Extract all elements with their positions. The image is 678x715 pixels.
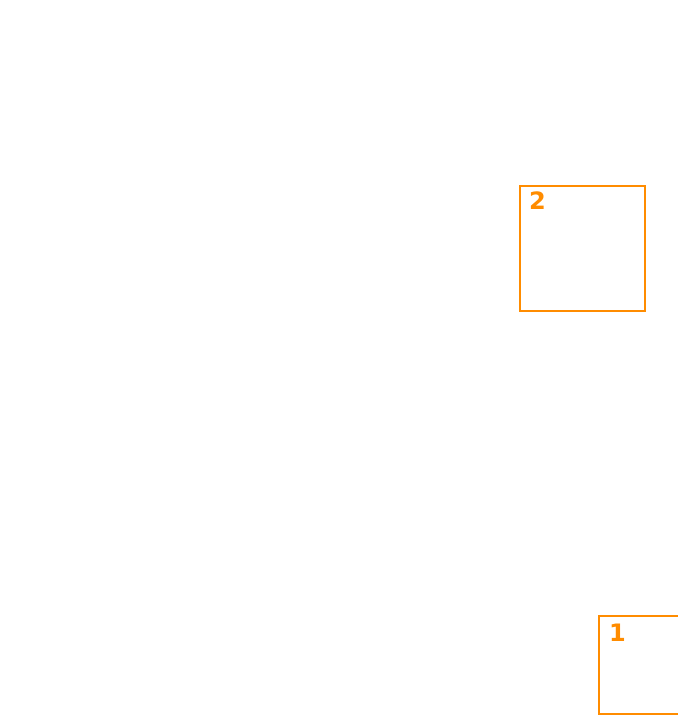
marker-label-1: 1 [609, 619, 626, 647]
marker-box-2: 2 [519, 185, 646, 312]
marker-box-1: 1 [598, 615, 678, 715]
marker-label-2: 2 [529, 187, 546, 215]
